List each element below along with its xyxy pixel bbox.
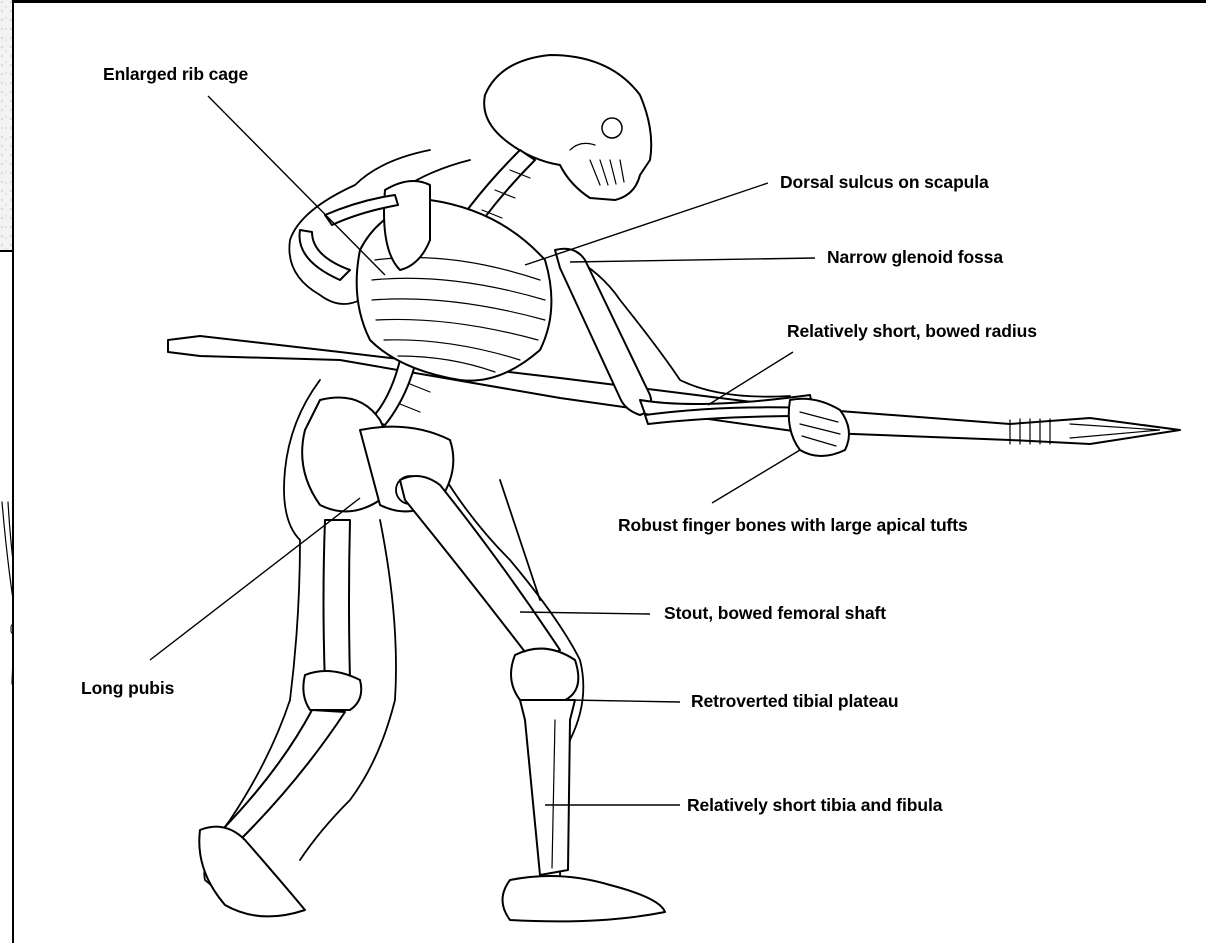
hand [789, 399, 849, 456]
leader-rib-cage [208, 96, 385, 275]
label-tibial-plateau: Retroverted tibial plateau [691, 691, 898, 712]
label-narrow-glenoid-fossa: Narrow glenoid fossa [827, 247, 1003, 268]
label-tibia-fibula: Relatively short tibia and fibula [687, 795, 942, 816]
leader-dorsal-sulcus [525, 183, 768, 265]
front-leg [400, 476, 665, 921]
back-leg [199, 520, 361, 916]
label-dorsal-sulcus: Dorsal sulcus on scapula [780, 172, 989, 193]
label-bowed-radius: Relatively short, bowed radius [787, 321, 1037, 342]
leader-glenoid [570, 258, 815, 262]
label-robust-finger-bones: Robust finger bones with large apical tu… [618, 515, 968, 536]
label-femoral-shaft: Stout, bowed femoral shaft [664, 603, 886, 624]
label-long-pubis: Long pubis [81, 678, 174, 699]
label-enlarged-rib-cage: Enlarged rib cage [103, 64, 248, 85]
front-arm [555, 249, 849, 456]
leader-tibial-plateau [570, 700, 680, 702]
front-foot [503, 876, 666, 921]
leader-femoral-shaft [520, 612, 650, 614]
back-foot [199, 827, 305, 917]
leader-finger-bones [712, 450, 800, 503]
